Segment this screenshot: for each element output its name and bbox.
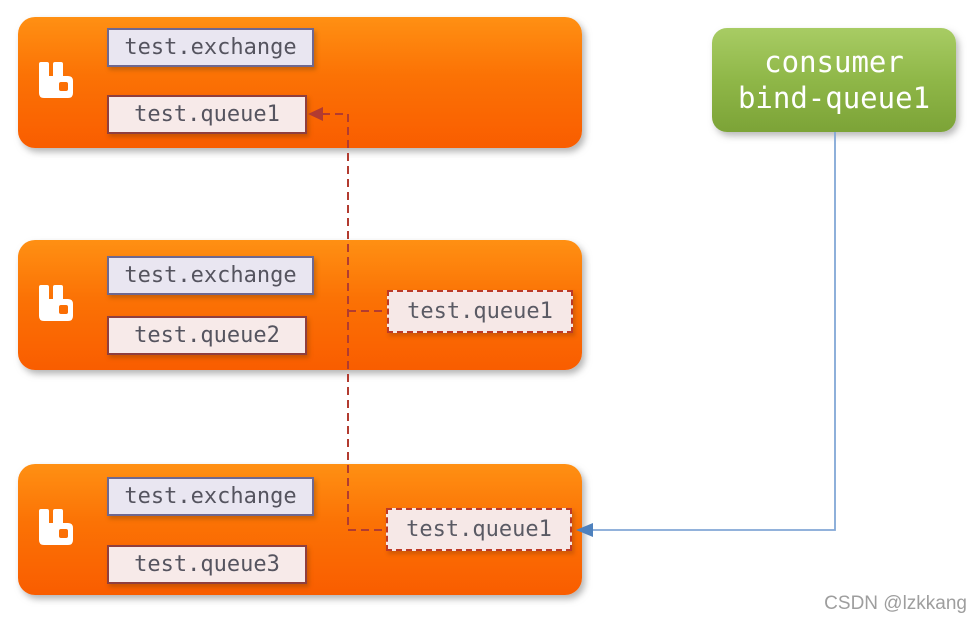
ghost-queue-label: test.queue1 bbox=[387, 290, 573, 333]
consumer-node: consumer bind-queue1 bbox=[712, 28, 956, 132]
consumer-label-line2: bind-queue1 bbox=[737, 81, 931, 115]
broker-node-3: test.exchange test.queue3 test.queue1 bbox=[18, 464, 582, 595]
consumer-binding-line bbox=[592, 132, 836, 531]
broker-node-2: test.exchange test.queue2 test.queue1 bbox=[18, 240, 582, 370]
ghost-queue-label: test.queue1 bbox=[386, 508, 572, 551]
exchange-label: test.exchange bbox=[107, 28, 314, 67]
queue-label: test.queue1 bbox=[107, 95, 307, 134]
rabbitmq-icon bbox=[39, 285, 73, 321]
queue-label: test.queue3 bbox=[107, 545, 307, 584]
rabbitmq-icon bbox=[39, 62, 73, 98]
broker-node-1: test.exchange test.queue1 bbox=[18, 17, 582, 148]
exchange-label: test.exchange bbox=[107, 477, 314, 516]
watermark: CSDN @lzkkang bbox=[824, 593, 967, 614]
queue-label: test.queue2 bbox=[107, 316, 307, 355]
rabbitmq-icon bbox=[39, 509, 73, 545]
exchange-label: test.exchange bbox=[107, 256, 314, 295]
consumer-label-line1: consumer bbox=[764, 45, 904, 79]
